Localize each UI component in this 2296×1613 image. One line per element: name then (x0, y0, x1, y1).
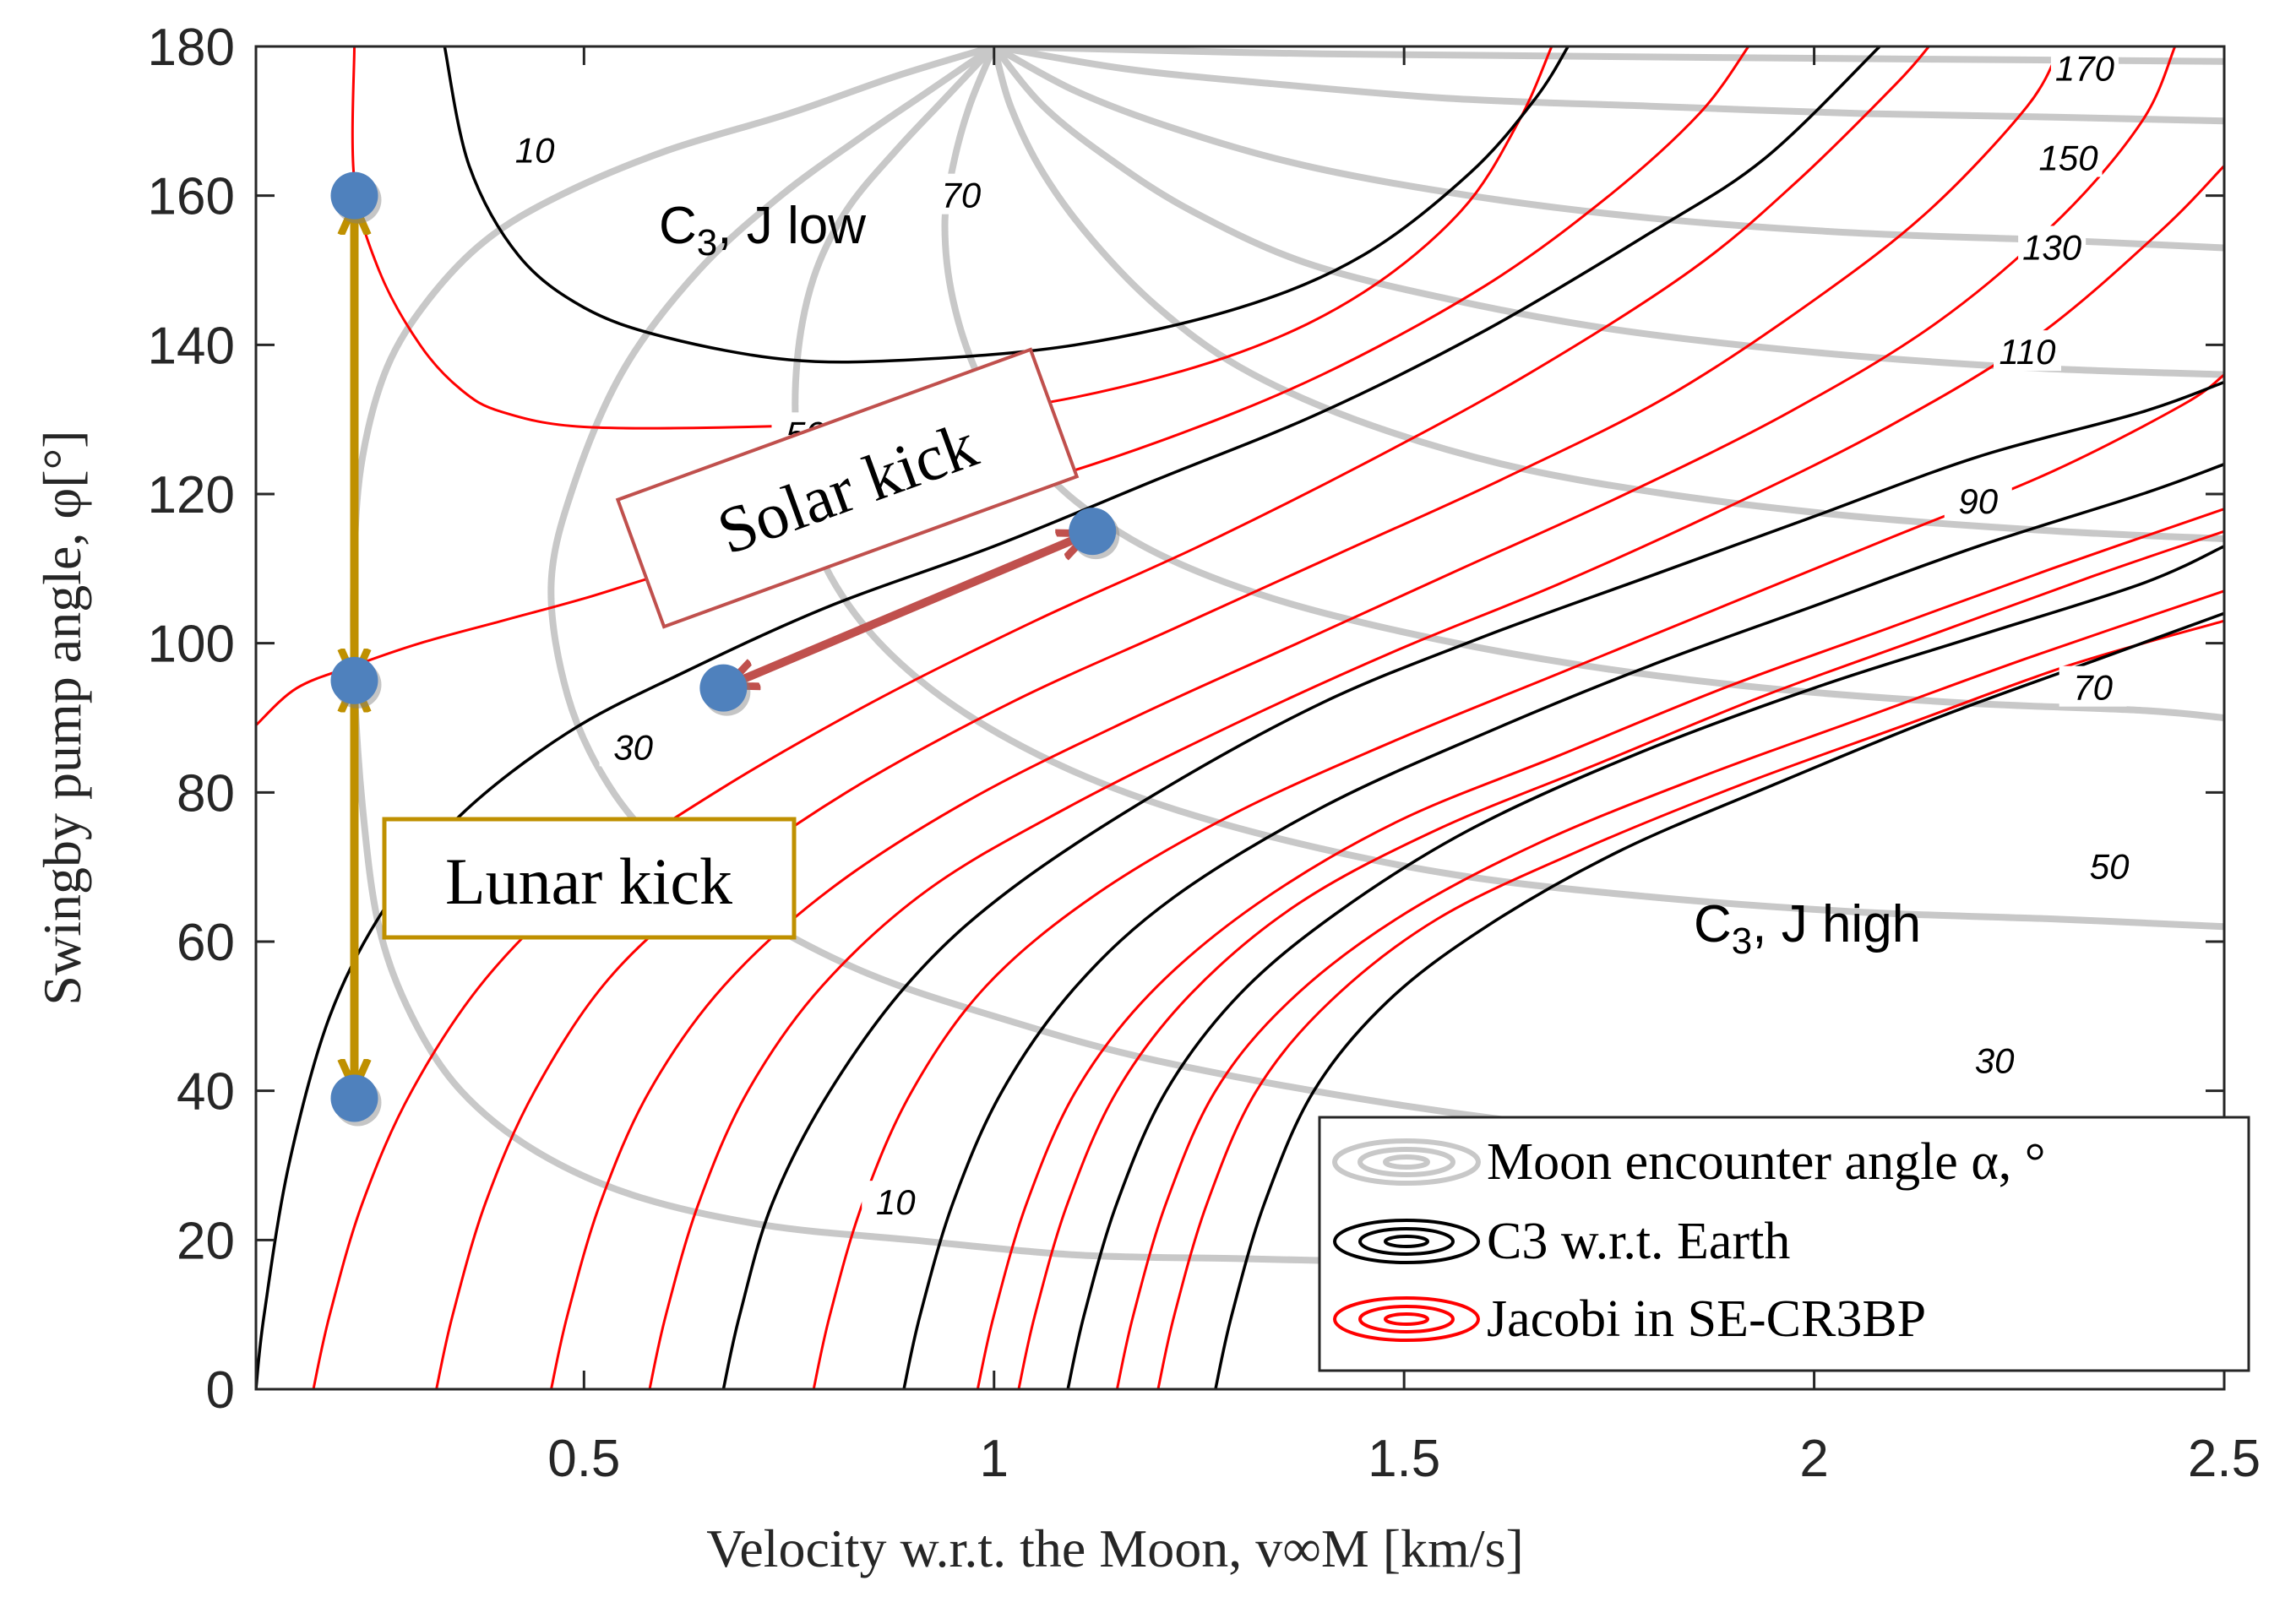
contour-label-1: 10 (515, 131, 555, 171)
c3-contour-5 (1066, 545, 2224, 1389)
alpha-contours (350, 46, 2224, 1266)
lunar-kick-box: Lunar kick (382, 817, 797, 940)
alpha-contour-4 (941, 46, 2224, 721)
legend-swatch-jacobi (1333, 1296, 1480, 1342)
trajectory-point-5 (1069, 508, 1117, 556)
jacobi-contour-5 (550, 46, 2177, 1389)
y-tick-label-7: 120 (148, 466, 235, 524)
jacobi-contour-10 (1115, 589, 2224, 1389)
c3-contour-4 (902, 462, 2224, 1389)
contour-label-bg-6 (2050, 46, 2119, 88)
jacobi-contour-11 (1156, 619, 2224, 1389)
jacobi-contour-4 (435, 46, 2062, 1389)
contour-label-bg-10 (1944, 479, 2012, 520)
legend: Moon encounter angle α, ° C3 w.r.t. Eart… (1318, 1116, 2250, 1372)
x-tick-label-3: 1.5 (1368, 1430, 1440, 1488)
y-tick-label-8: 140 (148, 317, 235, 375)
contour-label-6: 170 (2055, 49, 2115, 89)
contour-label-10: 90 (1958, 481, 1998, 521)
kick-arrow-3 (740, 539, 1076, 681)
contour-label-7: 150 (2039, 138, 2099, 178)
alpha-contour-7 (990, 46, 2224, 252)
x-tick-label-5: 2.5 (2188, 1430, 2261, 1488)
y-axis-ticks: 0 20 40 60 80 100 120 140 160 180 (148, 19, 2224, 1420)
jacobi-contour-1 (351, 46, 1553, 430)
y-tick-label-2: 20 (177, 1212, 235, 1270)
legend-swatch-c3 (1333, 1219, 1480, 1264)
solar-kick-box: Solar kick (615, 347, 1080, 629)
contour-label-bg-4 (599, 725, 667, 767)
x-tick-label-1: 0.5 (547, 1430, 620, 1488)
x-axis-label: Velocity w.r.t. the Moon, v∞M [km/s] (706, 1518, 1524, 1578)
plot-frame (254, 45, 2226, 1391)
trajectory-point-3 (330, 1074, 378, 1122)
c3-contour-3 (721, 380, 2224, 1389)
trajectory-point-2 (330, 656, 378, 704)
region-labels: C3, J low C3, J high (659, 197, 1921, 962)
jacobi-contour-6 (648, 164, 2224, 1389)
y-tick-label-3: 40 (177, 1063, 235, 1121)
trajectory-point-1 (330, 171, 378, 220)
contour-label-9: 110 (1999, 332, 2057, 372)
c3-contour-6 (1214, 611, 2224, 1389)
y-tick-label-9: 160 (148, 168, 235, 226)
legend-label-alpha: Moon encounter angle α, ° (1487, 1133, 2046, 1191)
contour-label-12: 50 (2090, 847, 2130, 887)
y-axis-label: Swingby pump angle, φ[°] (32, 430, 92, 1005)
contour-label-8: 130 (2022, 228, 2082, 268)
contour-label-bg-9 (1994, 330, 2061, 372)
legend-box (1318, 1116, 2250, 1372)
contour-label-bg-8 (2018, 225, 2087, 267)
lunar-kick-label: Lunar kick (445, 845, 732, 918)
x-tick-label-4: 2 (1799, 1430, 1828, 1488)
contour-label-11: 70 (2073, 668, 2113, 708)
contour-label-bg-5 (862, 1181, 930, 1222)
y-tick-label-5: 80 (177, 764, 235, 823)
y-tick-label-1: 0 (206, 1361, 235, 1420)
contour-label-bg-12 (2076, 845, 2144, 886)
jacobi-contour-9 (1017, 530, 2224, 1389)
trajectory-points (330, 171, 1120, 1127)
region-label-high: C3, J high (1694, 895, 1921, 962)
y-tick-label-10: 180 (148, 19, 235, 77)
contour-label-2: 70 (942, 176, 982, 215)
trajectory-point-4 (699, 664, 748, 712)
contour-label-13: 30 (1975, 1040, 2015, 1080)
jacobi-contour-8 (976, 508, 2224, 1389)
contour-label-bg-13 (1961, 1039, 2029, 1080)
x-axis-ticks: 0.5 1 1.5 2 2.5 (547, 46, 2261, 1488)
c3-contour-1 (443, 46, 1570, 364)
legend-swatch-alpha (1332, 1138, 1481, 1186)
contour-label-bg-11 (2059, 665, 2127, 707)
contour-label-bg-1 (501, 128, 569, 170)
alpha-contour-9 (990, 46, 2224, 65)
contour-label-bg-2 (927, 173, 995, 215)
y-tick-label-4: 60 (177, 914, 235, 972)
x-tick-label-2: 1 (980, 1430, 1009, 1488)
contour-label-4: 30 (613, 727, 653, 767)
legend-label-c3: C3 w.r.t. Earth (1487, 1213, 1790, 1270)
kick-arrows (355, 218, 1076, 1076)
alpha-contour-5 (990, 46, 2224, 542)
legend-label-jacobi: Jacobi in SE-CR3BP (1487, 1290, 1926, 1348)
alpha-contour-3 (792, 46, 2224, 931)
contour-label-bg-7 (2034, 136, 2103, 177)
alpha-contour-8 (990, 46, 2224, 125)
region-label-low: C3, J low (659, 197, 866, 263)
y-tick-label-6: 100 (148, 616, 235, 674)
contour-label-5: 10 (876, 1182, 916, 1222)
